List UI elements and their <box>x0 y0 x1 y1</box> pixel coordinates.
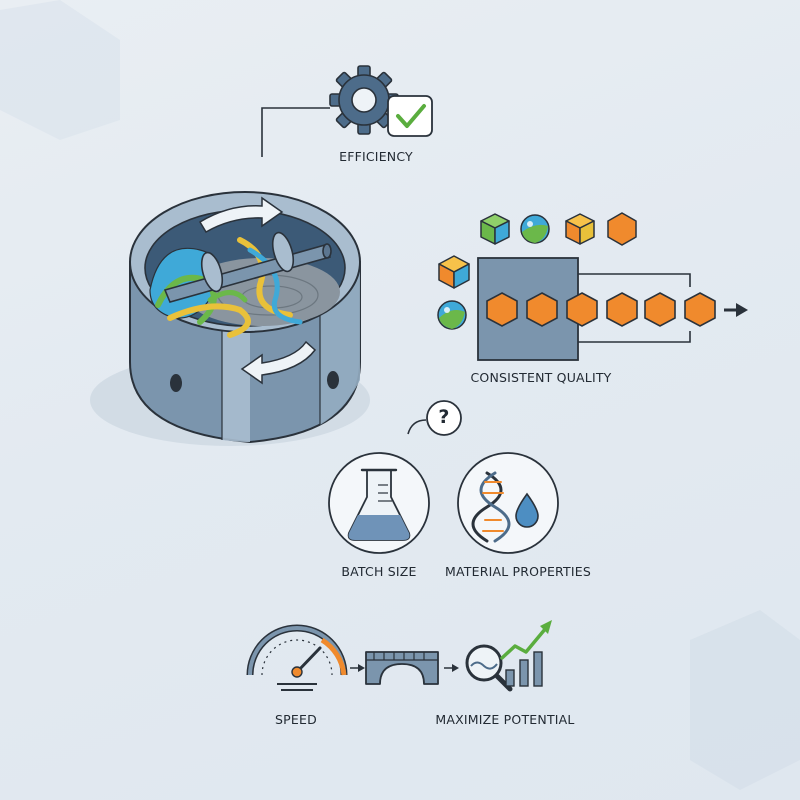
flask-icon <box>347 468 411 541</box>
cube-icon <box>480 213 510 245</box>
question-mark: ? <box>438 406 450 428</box>
arrow-right-icon <box>350 664 365 672</box>
hexagon-icon <box>566 292 598 327</box>
checkmark-icon <box>387 95 433 137</box>
maximize-potential-label: MAXIMIZE POTENTIAL <box>435 712 575 727</box>
arrow-right-icon <box>444 664 459 672</box>
hexagon-icon <box>606 292 638 327</box>
speedometer-icon <box>246 624 348 691</box>
batch-size-group <box>328 452 430 554</box>
cube-icon <box>565 213 595 245</box>
consistent-quality-group <box>437 212 748 361</box>
efficiency-group <box>261 65 433 157</box>
efficiency-connector <box>261 107 330 157</box>
maximize-potential-group <box>465 620 552 692</box>
droplet-icon <box>515 492 539 528</box>
cube-icon <box>438 255 470 289</box>
magnifier-icon <box>465 644 513 692</box>
material-properties-label: MATERIAL PROPERTIES <box>445 564 591 579</box>
growth-chart-icon <box>500 620 552 687</box>
efficiency-label: EFFICIENCY <box>339 149 413 164</box>
hexagon-icon <box>486 292 518 327</box>
hexagon-icon <box>526 292 558 327</box>
arrow-right-icon <box>724 303 748 317</box>
consistent-quality-label: CONSISTENT QUALITY <box>470 370 612 385</box>
sphere-icon <box>520 214 550 244</box>
speed-group <box>246 624 348 691</box>
rotation-arrow-icon <box>198 196 317 385</box>
material-properties-group <box>457 452 559 554</box>
bridge-icon <box>365 651 439 685</box>
dna-icon <box>471 471 511 543</box>
output-hexagons <box>486 292 716 327</box>
hexagon-icon <box>607 212 637 246</box>
mixer-tank-icon <box>90 191 370 446</box>
hexagon-icon <box>684 292 716 327</box>
speed-label: SPEED <box>275 712 317 727</box>
batch-size-label: BATCH SIZE <box>341 564 417 579</box>
question-bubble-icon <box>407 400 462 436</box>
hexagon-icon <box>644 292 676 327</box>
sphere-icon <box>437 300 467 330</box>
